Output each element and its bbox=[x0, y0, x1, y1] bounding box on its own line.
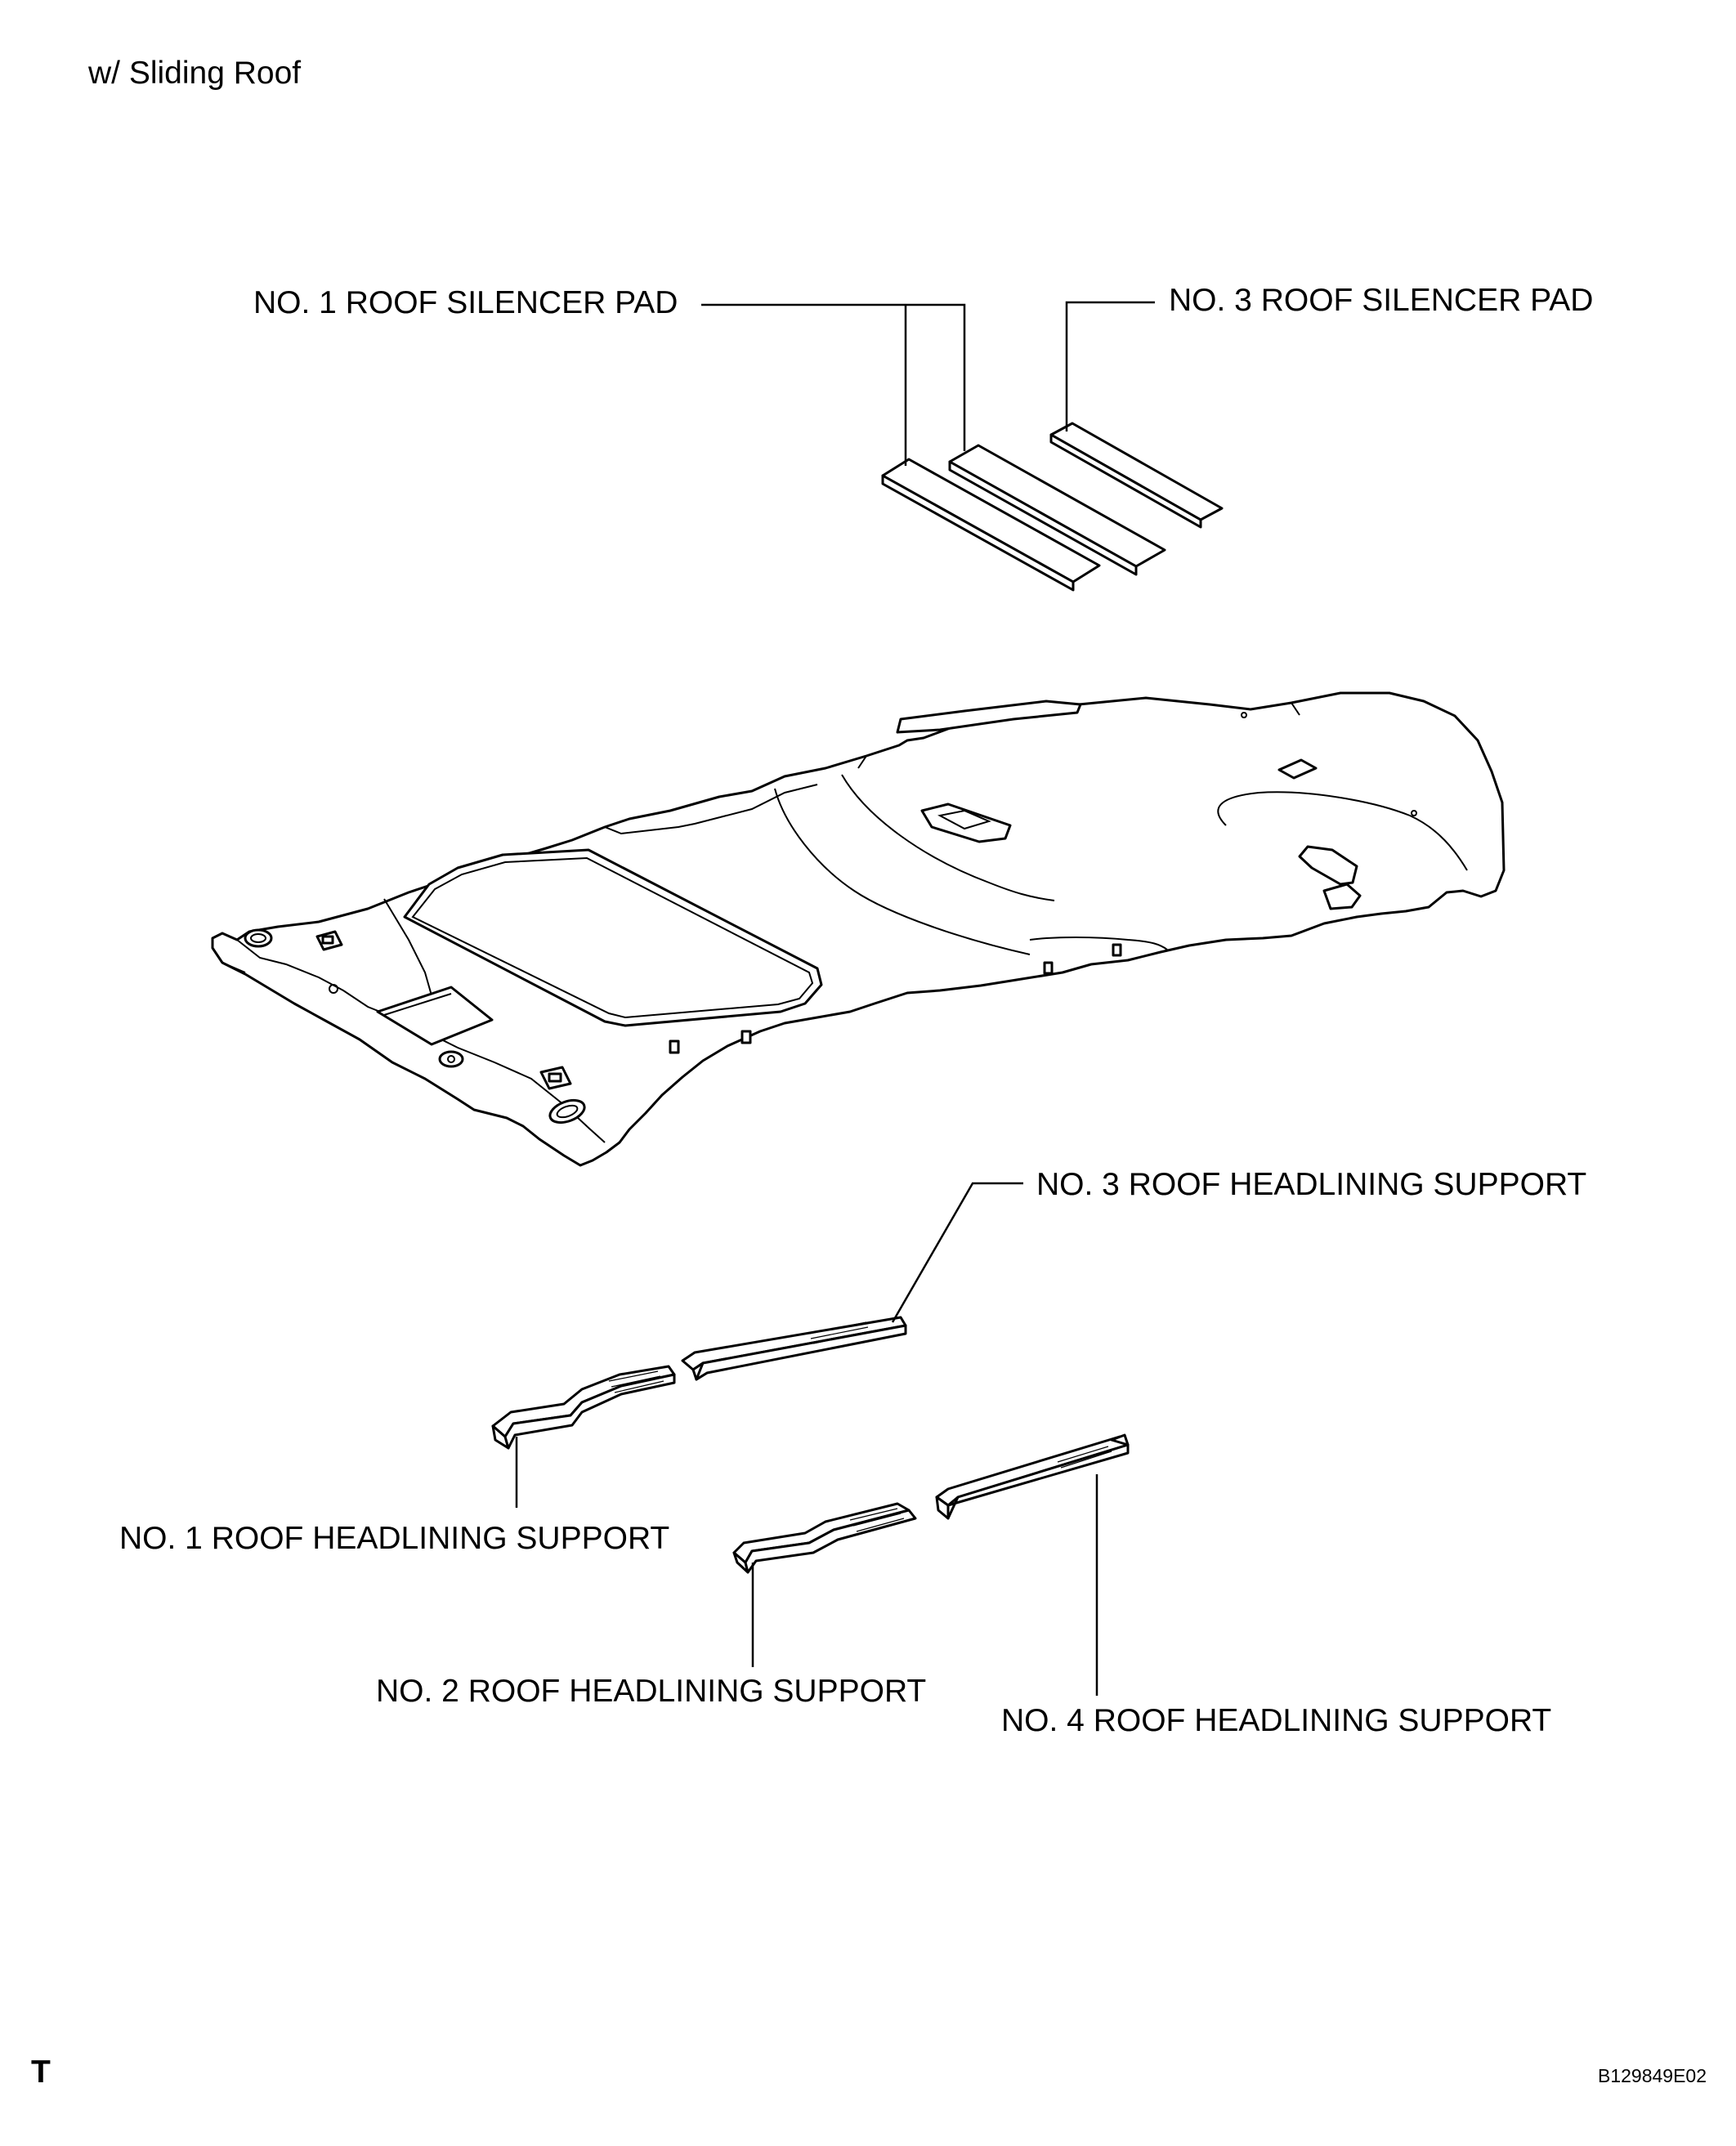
rear-light-opening bbox=[1298, 845, 1358, 886]
figure-code: B129849E02 bbox=[1598, 2065, 1707, 2086]
headlining-support-no2 bbox=[732, 1502, 917, 1574]
label-support-2: NO. 2 ROOF HEADLINING SUPPORT bbox=[376, 1674, 926, 1709]
headlining-support-no3 bbox=[681, 1316, 907, 1381]
label-support-1: NO. 1 ROOF HEADLINING SUPPORT bbox=[119, 1521, 669, 1556]
dome-light-hole-front bbox=[244, 928, 273, 948]
variant-title: w/ Sliding Roof bbox=[87, 56, 301, 91]
map-light-opening bbox=[920, 803, 1012, 843]
silencer-pad-no1-left bbox=[881, 458, 1101, 592]
headlining-support-no1 bbox=[491, 1365, 676, 1450]
label-support-3: NO. 3 ROOF HEADLINING SUPPORT bbox=[1036, 1167, 1586, 1202]
leader-silencer-pad-3 bbox=[1065, 301, 1155, 431]
headlining-support-no4 bbox=[935, 1433, 1130, 1520]
corner-mark: T bbox=[31, 2054, 51, 2090]
label-silencer-pad-1: NO. 1 ROOF SILENCER PAD bbox=[253, 285, 678, 320]
label-silencer-pad-3: NO. 3 ROOF SILENCER PAD bbox=[1169, 283, 1593, 318]
roof-headlining-panel bbox=[211, 691, 1506, 1167]
silencer-pad-no1-right bbox=[948, 444, 1166, 576]
label-support-4: NO. 4 ROOF HEADLINING SUPPORT bbox=[1001, 1703, 1551, 1738]
silencer-pad-no3 bbox=[1049, 422, 1224, 529]
leader-silencer-pad-1 bbox=[701, 303, 966, 451]
sliding-roof-opening bbox=[403, 848, 823, 1027]
leader-support-3 bbox=[891, 1182, 1023, 1323]
